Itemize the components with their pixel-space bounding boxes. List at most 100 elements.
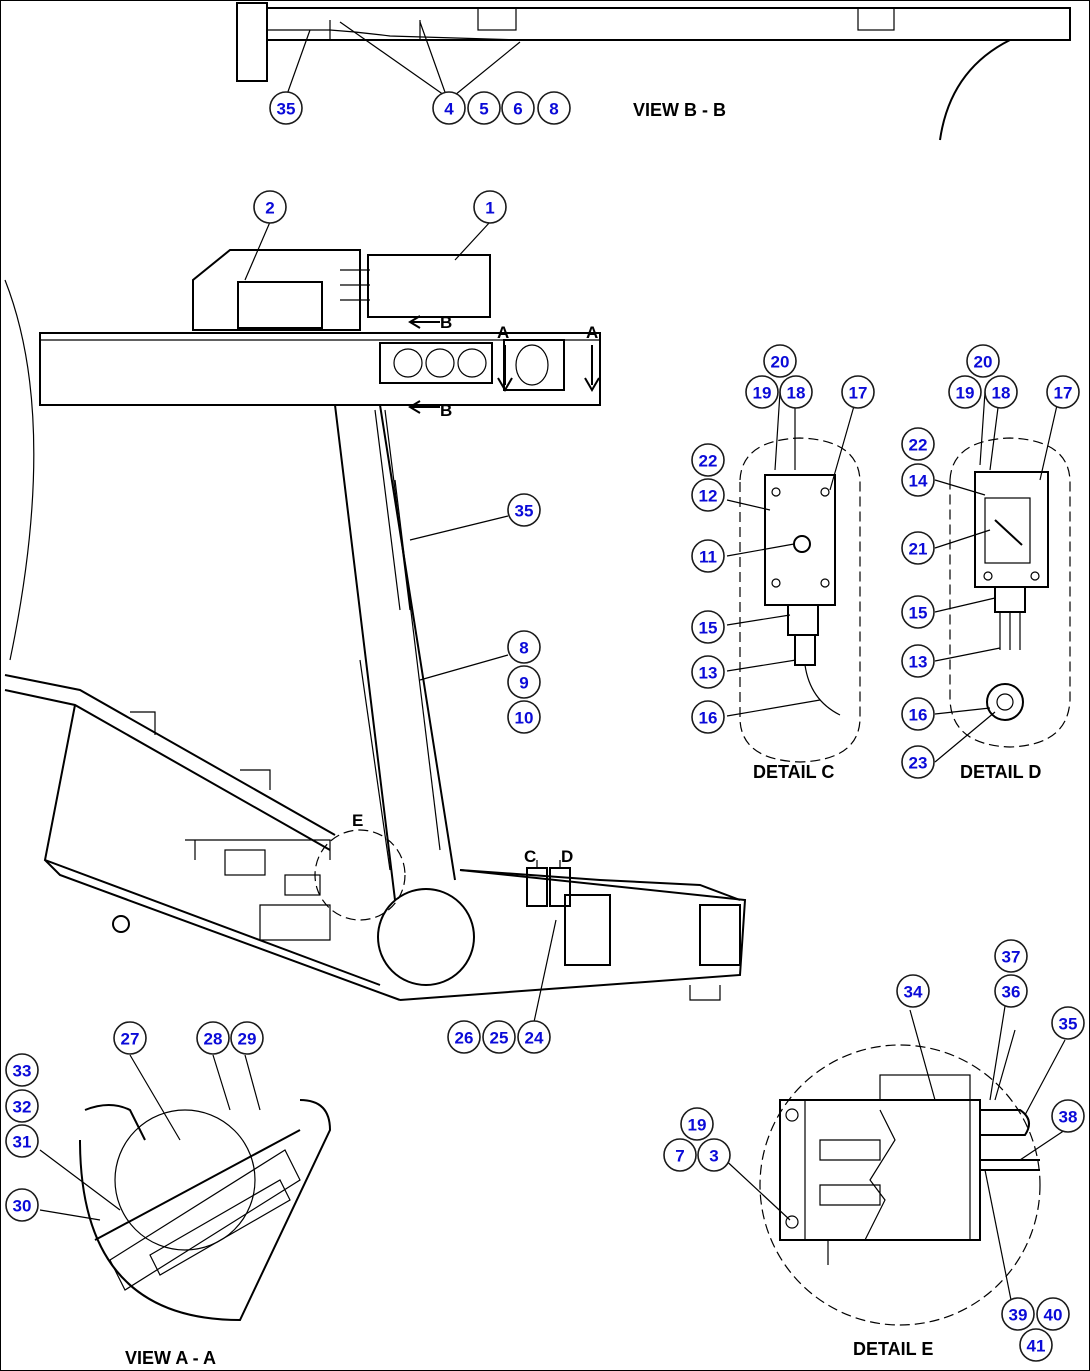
- callout-39: 39: [1001, 1297, 1035, 1331]
- callout-balloon: [5, 1053, 39, 1087]
- callout-number: 21: [909, 540, 928, 559]
- callout-balloon: [994, 974, 1028, 1008]
- callout-31: 31: [5, 1124, 39, 1158]
- callout-balloon: [763, 344, 797, 378]
- callout-5: 5: [467, 91, 501, 125]
- callout-balloon: [1036, 1297, 1070, 1331]
- callout-number: 5: [479, 100, 488, 119]
- callout-number: 8: [549, 100, 558, 119]
- callout-number: 16: [699, 709, 718, 728]
- callout-balloon: [507, 665, 541, 699]
- callout-number: 13: [909, 653, 928, 672]
- callout-36: 36: [994, 974, 1028, 1008]
- callout-balloon: [691, 539, 725, 573]
- callout-balloon: [841, 375, 875, 409]
- callout-balloon: [1046, 375, 1080, 409]
- callout-14: 14: [901, 463, 935, 497]
- callout-balloon: [5, 1124, 39, 1158]
- callout-15: 15: [691, 610, 725, 644]
- callout-35: 35: [269, 91, 303, 125]
- callout-balloon: [697, 1138, 731, 1172]
- callout-13: 13: [901, 644, 935, 678]
- callout-balloon: [994, 939, 1028, 973]
- callout-balloon: [113, 1021, 147, 1055]
- callout-22: 22: [901, 427, 935, 461]
- callout-balloon: [253, 190, 287, 224]
- callout-balloon: [901, 745, 935, 779]
- callout-number: 35: [1059, 1015, 1078, 1034]
- callout-balloon: [901, 697, 935, 731]
- section-letter-a: A: [586, 323, 598, 342]
- callout-balloon: [447, 1020, 481, 1054]
- callout-balloon: [745, 375, 779, 409]
- callout-number: 39: [1009, 1306, 1028, 1325]
- callout-balloon: [507, 700, 541, 734]
- callout-number: 33: [13, 1062, 32, 1081]
- callout-number: 4: [444, 100, 454, 119]
- callout-balloon: [966, 344, 1000, 378]
- callout-balloon: [1019, 1328, 1053, 1362]
- callout-18: 18: [779, 375, 813, 409]
- callout-17: 17: [1046, 375, 1080, 409]
- callout-7: 7: [663, 1138, 697, 1172]
- callout-number: 36: [1002, 983, 1021, 1002]
- callout-balloon: [269, 91, 303, 125]
- callout-balloon: [517, 1020, 551, 1054]
- callout-balloon: [984, 375, 1018, 409]
- callout-balloon: [1051, 1099, 1085, 1133]
- callout-20: 20: [763, 344, 797, 378]
- callout-balloon: [1051, 1006, 1085, 1040]
- callout-number: 31: [13, 1133, 32, 1152]
- callout-number: 18: [992, 384, 1011, 403]
- view-bb-title: VIEW B - B: [633, 100, 726, 120]
- callout-24: 24: [517, 1020, 551, 1054]
- callout-29: 29: [230, 1021, 264, 1055]
- callout-number: 34: [904, 983, 923, 1002]
- callout-number: 12: [699, 487, 718, 506]
- callout-number: 15: [699, 619, 718, 638]
- callout-number: 24: [525, 1029, 544, 1048]
- callout-19: 19: [745, 375, 779, 409]
- callout-balloon: [691, 478, 725, 512]
- callout-balloon: [432, 91, 466, 125]
- callout-19: 19: [680, 1107, 714, 1141]
- callout-balloon: [501, 91, 535, 125]
- callout-balloon: [691, 700, 725, 734]
- callout-number: 19: [753, 384, 772, 403]
- callout-26: 26: [447, 1020, 481, 1054]
- callout-number: 32: [13, 1098, 32, 1117]
- callout-balloon: [901, 595, 935, 629]
- view-aa-drawing: [39, 1054, 332, 1322]
- callout-40: 40: [1036, 1297, 1070, 1331]
- callout-number: 8: [519, 639, 528, 658]
- callout-number: 25: [490, 1029, 509, 1048]
- detail-d-drawing: [934, 391, 1071, 763]
- callout-number: 16: [909, 706, 928, 725]
- callout-28: 28: [196, 1021, 230, 1055]
- callout-number: 37: [1002, 948, 1021, 967]
- callout-balloon: [901, 463, 935, 497]
- callout-6: 6: [501, 91, 535, 125]
- callout-number: 3: [709, 1147, 718, 1166]
- callout-1: 1: [473, 190, 507, 224]
- callout-balloon: [1001, 1297, 1035, 1331]
- callout-8: 8: [537, 91, 571, 125]
- detail-e-title: DETAIL E: [853, 1339, 933, 1359]
- callout-9: 9: [507, 665, 541, 699]
- callout-number: 1: [485, 199, 494, 218]
- callout-11: 11: [691, 539, 725, 573]
- callout-number: 18: [787, 384, 806, 403]
- callout-13: 13: [691, 655, 725, 689]
- callout-balloon: [507, 493, 541, 527]
- callout-number: 13: [699, 664, 718, 683]
- callout-balloon: [5, 1188, 39, 1222]
- callout-number: 14: [909, 472, 928, 491]
- callout-balloon: [473, 190, 507, 224]
- callout-21: 21: [901, 531, 935, 565]
- callout-number: 26: [455, 1029, 474, 1048]
- callout-34: 34: [896, 974, 930, 1008]
- callout-balloon: [482, 1020, 516, 1054]
- callout-20: 20: [966, 344, 1000, 378]
- callout-33: 33: [5, 1053, 39, 1087]
- section-letter-a: A: [497, 323, 509, 342]
